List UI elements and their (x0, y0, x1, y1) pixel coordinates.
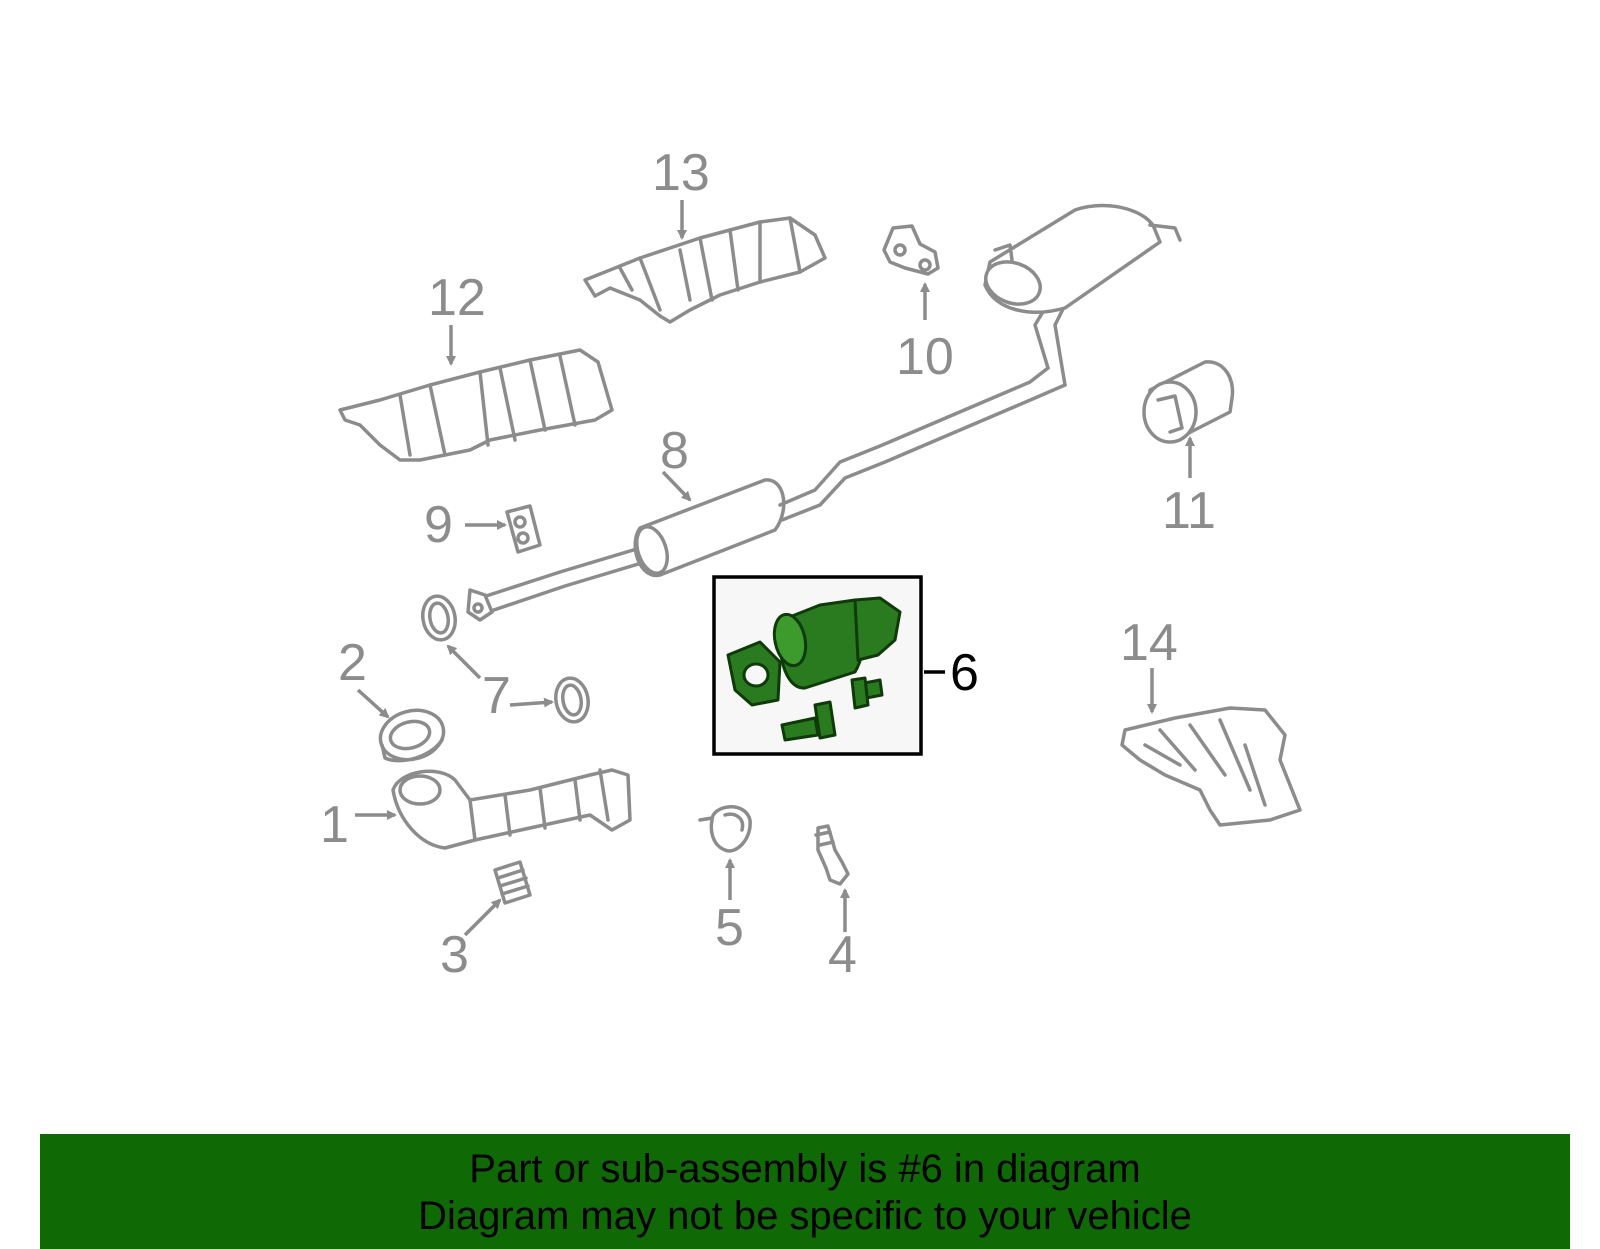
part-9-rubber-hanger[interactable] (505, 504, 542, 554)
banner-line-1: Part or sub-assembly is #6 in diagram (469, 1147, 1141, 1191)
part-10-hanger[interactable] (882, 224, 940, 276)
callout-4[interactable]: 4 (828, 926, 857, 984)
callout-9[interactable]: 9 (424, 496, 453, 554)
part-12-heat-shield[interactable] (338, 348, 614, 462)
part-1-front-pipe[interactable] (391, 768, 632, 850)
callout-12[interactable]: 12 (428, 269, 486, 327)
callout-3[interactable]: 3 (440, 926, 469, 984)
callout-8[interactable]: 8 (660, 422, 689, 480)
callout-7[interactable]: 7 (482, 667, 511, 725)
part-6-catalytic-converter[interactable] (712, 575, 923, 756)
part-3-plug[interactable] (493, 860, 532, 905)
part-2-gasket[interactable] (375, 704, 449, 767)
callout-1[interactable]: 1 (320, 796, 349, 854)
callout-13[interactable]: 13 (652, 144, 710, 202)
callout-2[interactable]: 2 (338, 634, 367, 692)
part-11-pipe-finisher[interactable] (1142, 360, 1235, 444)
callout-14[interactable]: 14 (1120, 614, 1178, 672)
callout-6[interactable]: 6 (950, 644, 979, 702)
callout-10[interactable]: 10 (896, 328, 954, 386)
part-14-heat-shield[interactable] (1120, 706, 1302, 827)
part-4-bolt[interactable] (814, 824, 850, 886)
callout-11[interactable]: 11 (1162, 482, 1216, 540)
part-5-clamp[interactable] (698, 805, 752, 853)
part-13-heat-shield[interactable] (583, 216, 827, 324)
callout-5[interactable]: 5 (715, 899, 744, 957)
part-7-gaskets[interactable] (419, 594, 591, 725)
part-8-exhaust-pipe[interactable] (466, 203, 1182, 622)
banner-line-2: Diagram may not be specific to your vehi… (418, 1194, 1192, 1238)
info-banner: Part or sub-assembly is #6 in diagram Di… (40, 1134, 1570, 1249)
